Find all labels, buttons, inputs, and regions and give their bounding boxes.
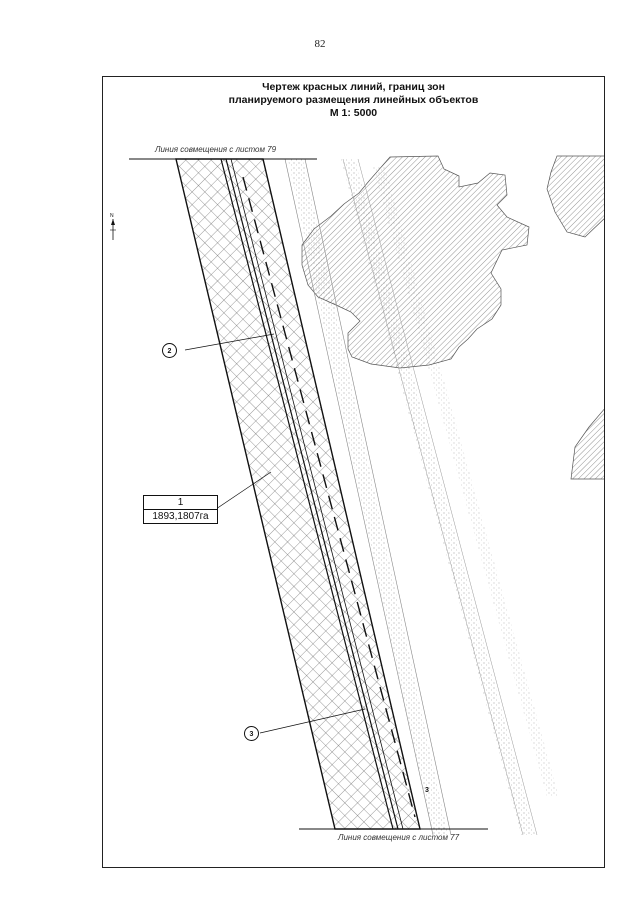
map-canvas [129,155,604,836]
svg-text:N: N [110,213,114,219]
title-line-2: планируемого размещения линейных объекто… [228,94,479,106]
linear-object-line-a [220,158,394,830]
road-edge-line-4 [357,158,538,836]
zone-area-box: 1 1893,1807га [143,495,218,524]
hatched-area-lake-right-top [546,155,604,238]
match-line-bottom-label: Линия совмещения с листом 77 [338,833,460,842]
road-edge-line-3 [342,158,524,836]
callout-2: 2 [162,343,177,358]
north-arrow-icon: N [110,213,116,240]
road-edge-line-1 [284,158,434,836]
callout-3: 3 [244,726,259,741]
match-line-top-label: Линия совмещения с листом 79 [155,145,277,154]
stipple-strip-far [373,167,559,797]
zone-number: 1 [177,497,184,508]
segment-label: 3 [425,787,429,794]
scale-label: М 1: 5000 [329,107,378,119]
linear-object-line-b [225,158,399,830]
stipple-strip-inner [288,159,448,835]
hatched-area-lake-right-bottom [570,408,604,480]
stipple-strip-outer [341,159,535,835]
road-edge-line-2 [304,158,452,836]
title-line-1: Чертеж красных линий, границ зон [262,81,445,93]
leader-line-zone [215,471,272,510]
drawing-sheet: Чертеж красных линий, границ зон планиру… [102,76,605,868]
zone-area: 1893,1807га [144,509,217,523]
leader-line-callout-3 [259,708,366,734]
dashed-axis-line [242,176,416,818]
linear-object-line-c [230,158,404,830]
drawing-title: Чертеж красных линий, границ зон планиру… [103,81,604,120]
leader-line-callout-2 [184,333,275,351]
page-number: 82 [314,38,326,50]
